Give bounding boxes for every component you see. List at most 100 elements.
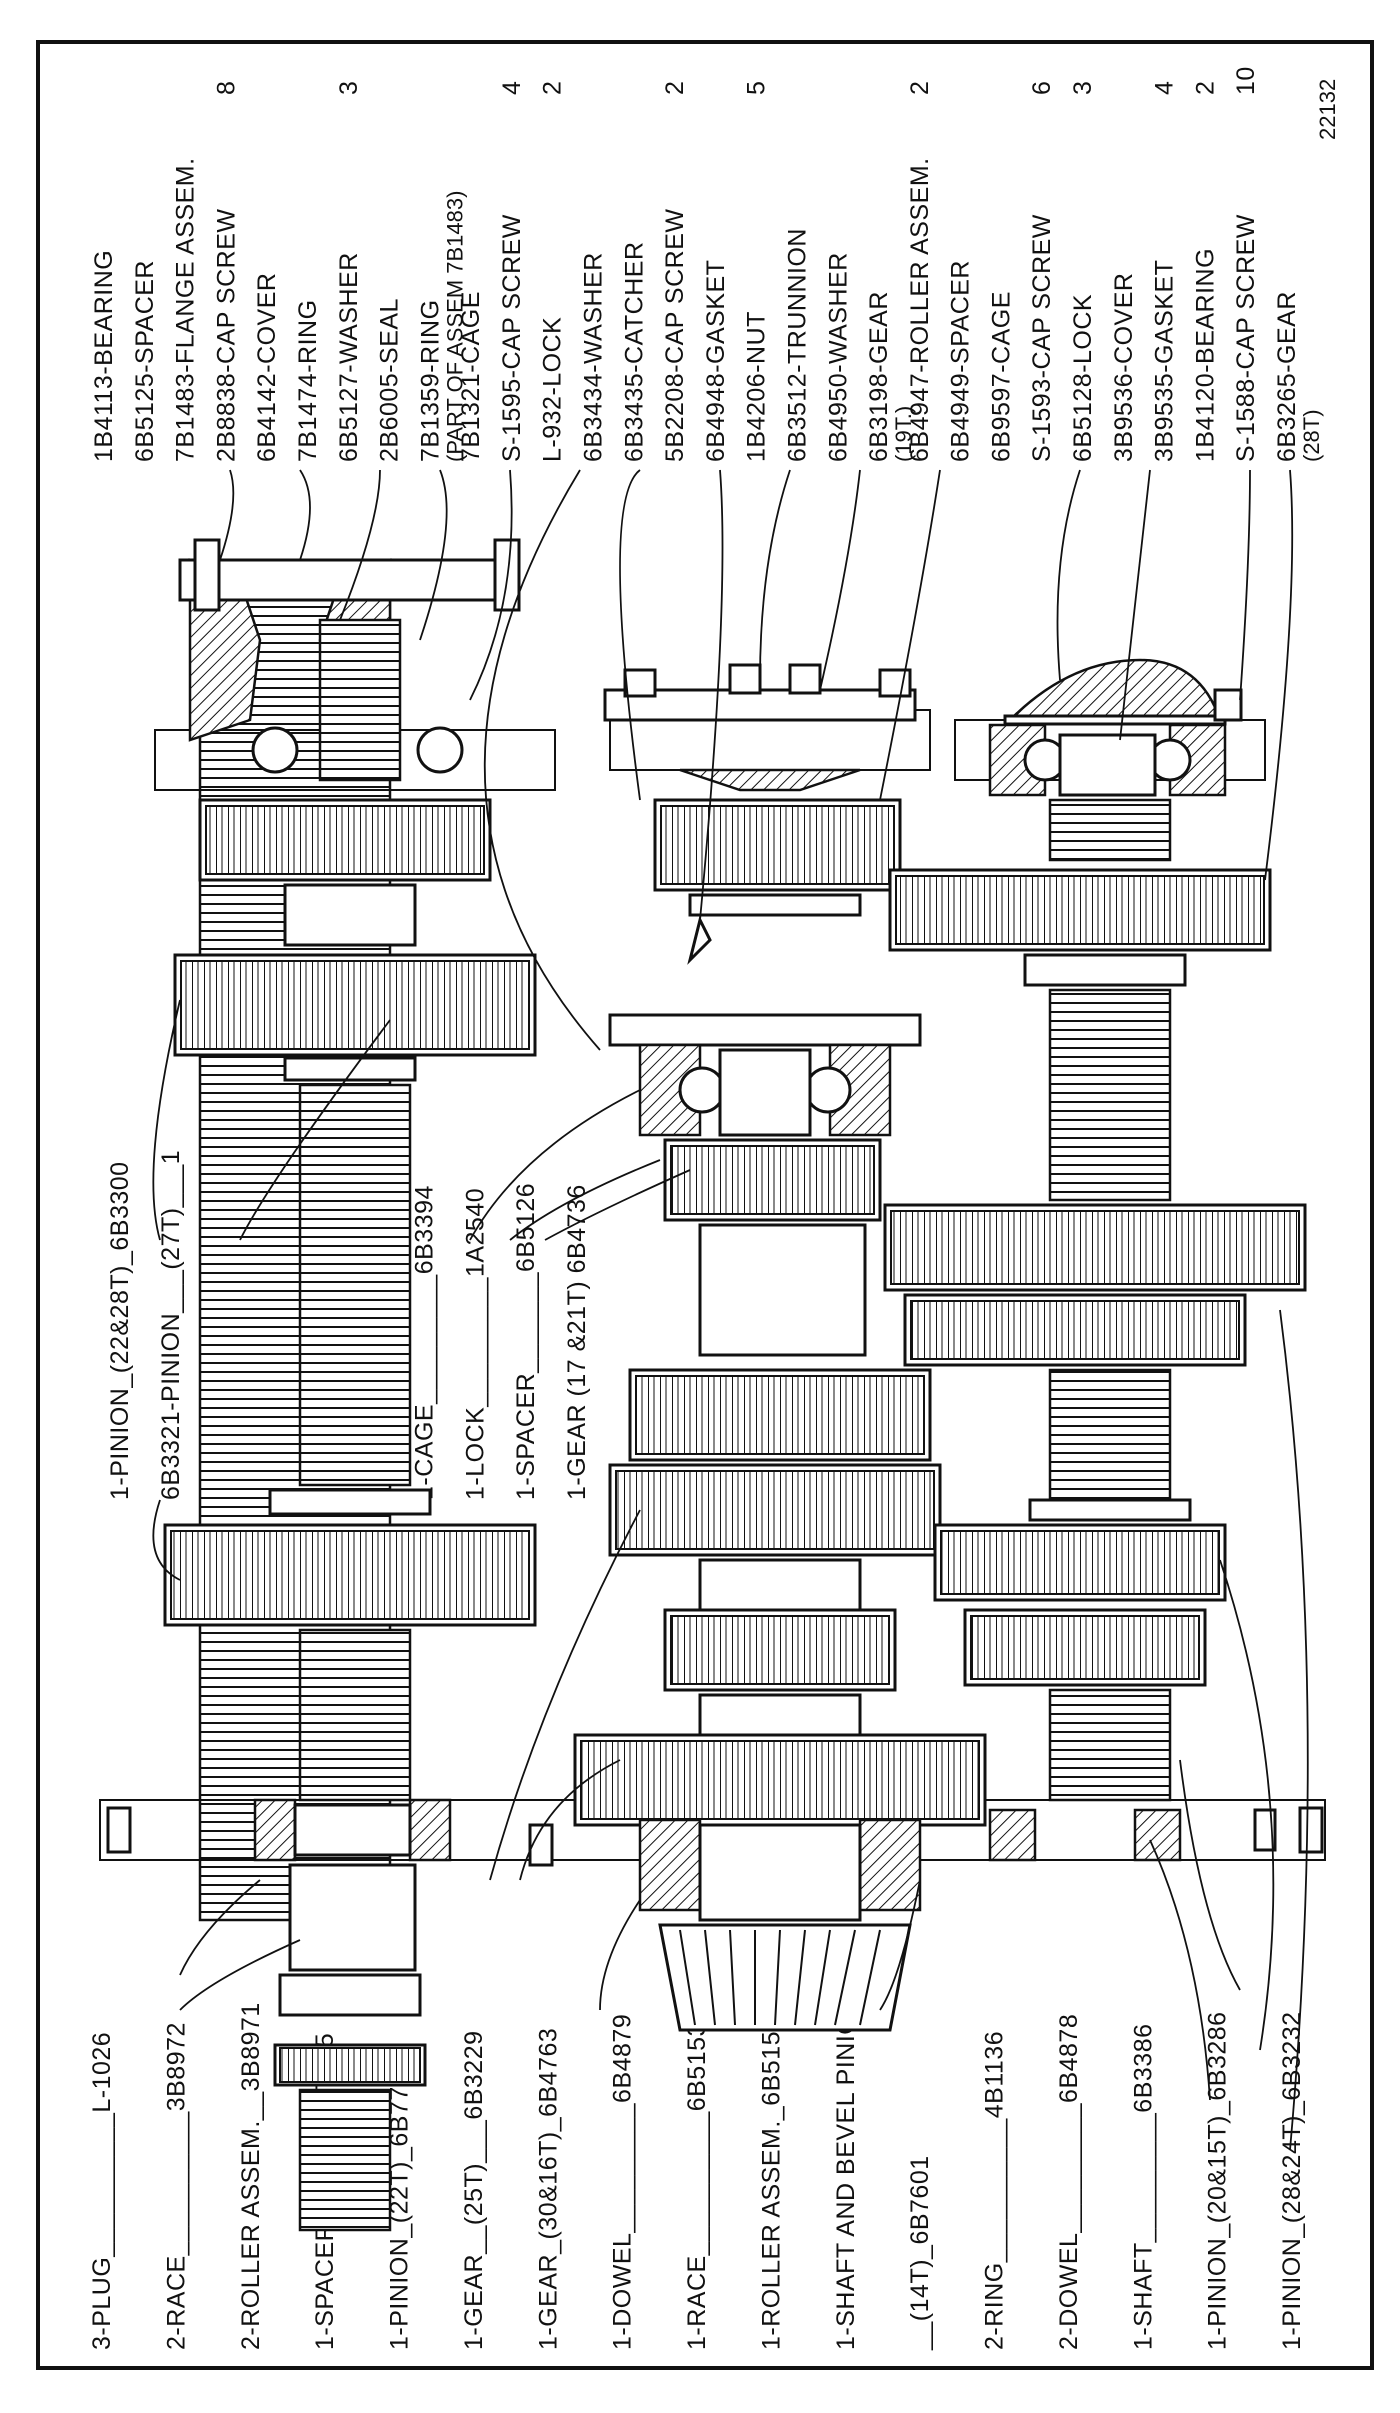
middle-label-7: 1-LOCK_________1A2540	[461, 1188, 489, 1500]
race-3b8972	[293, 1803, 412, 1857]
ball-bearing-left	[678, 1066, 726, 1114]
catcher-6b3435	[679, 768, 861, 792]
bottom-label-5: 1-GEAR__(25T)___6B3229	[460, 2030, 488, 2350]
top-label-24: 6B5128-LOCK	[1069, 294, 1097, 462]
pinion-6b3286-teeth-b	[970, 1615, 1200, 1680]
drawing-border	[36, 40, 1374, 2370]
top-label-qty-11: 2	[539, 81, 567, 95]
top-label-3: 2B8838-CAP SCREW	[212, 209, 240, 462]
top-label-note-29: (28T)	[1299, 409, 1324, 462]
gear-6b3229-teeth	[615, 1470, 935, 1550]
top-label-26: 3B9535-GASKET	[1151, 260, 1179, 462]
top-label-note-8: (PART OF ASSEM 7B1483)	[442, 191, 467, 462]
pinion-6b3286-teeth-a	[940, 1530, 1220, 1595]
gasket-3b9535	[1003, 714, 1227, 726]
top-label-qty-10: 4	[498, 81, 526, 95]
gear-6b3198-teeth	[660, 805, 895, 885]
top-label-8: 7B1359-RING	[416, 299, 444, 462]
top-label-23: S-1593-CAP SCREW	[1028, 214, 1056, 462]
bottom-label-12: 2-RING__________4B1136	[981, 2031, 1009, 2350]
washer-6b4751	[283, 1056, 417, 1082]
top-label-14: 5B2208-CAP SCREW	[661, 209, 689, 462]
top-label-qty-28: 10	[1232, 66, 1260, 95]
top-label-22: 6B9597-CAGE	[987, 291, 1015, 462]
top-label-13: 6B3435-CATCHER	[620, 241, 648, 462]
shaft-6b3386-collar	[1023, 953, 1187, 987]
middle-label-0: 1-PINION_(22&28T)_6B3300	[106, 1161, 134, 1500]
top-label-16: 1B4206-NUT	[743, 311, 771, 462]
top-label-qty-16: 5	[743, 81, 771, 95]
roller-assem-6b4947-right	[1133, 1808, 1182, 1862]
pinion-6b3232-teeth-a	[890, 1210, 1300, 1285]
top-label-9: 7B1321-CAGE	[457, 291, 485, 462]
pinion-lower-teeth	[170, 1530, 530, 1620]
shim-6b3403	[718, 1048, 812, 1137]
bottom-label-2: 2-ROLLER ASSEM.__3B8971	[237, 2002, 265, 2350]
gear-large-lower-teeth	[580, 1740, 980, 1820]
washer-lower	[268, 1488, 432, 1516]
top-label-29: 6B3265-GEAR	[1273, 291, 1301, 462]
shaft-splines-lower	[298, 1628, 412, 1802]
shaft-6b3386-splines-top	[1048, 798, 1172, 862]
nut-1b4206-c	[788, 663, 822, 695]
cap-screw-s1588	[1213, 688, 1243, 722]
figure-number: 22132	[1315, 79, 1340, 140]
shaft-assembly-3	[883, 658, 1324, 1862]
bottom-label-13: 2-DOWEL_________6B4878	[1055, 2014, 1083, 2350]
top-label-10: S-1595-CAP SCREW	[498, 214, 526, 462]
top-label-1: 6B5125-SPACER	[131, 260, 159, 462]
top-label-qty-6: 3	[335, 81, 363, 95]
top-label-19: 6B3198-GEAR	[865, 291, 893, 462]
bearing-1b4113-right	[416, 726, 464, 774]
flange-top-plate	[178, 558, 512, 602]
bottom-label-9: 1-ROLLER ASSEM._6B5154	[757, 2017, 785, 2350]
shaft-splines-mid	[298, 1083, 412, 1487]
top-label-12: 6B3434-WASHER	[580, 252, 608, 462]
shaft-6b3386-splines-lower	[1048, 1368, 1172, 1502]
bevel-pinion-hub	[698, 1823, 862, 1922]
top-label-qty-24: 3	[1069, 81, 1097, 95]
shaft-6b3386-splines-mid	[1048, 988, 1172, 1202]
pinion-6b7722-22t	[278, 1973, 422, 2017]
race-6b5153	[638, 1818, 702, 1912]
top-label-15: 6B4948-GASKET	[702, 260, 730, 462]
top-label-qty-20: 2	[906, 81, 934, 95]
bottom-label-6: 1-GEAR_(30&16T)_6B4763	[534, 2028, 562, 2350]
top-label-qty-14: 2	[661, 81, 689, 95]
pinion-6b3321-teeth	[205, 805, 485, 875]
bottom-label-16: 1-PINION_(28&24T)_6B3232	[1278, 2011, 1306, 2350]
roller-assem-6b4947-left	[988, 1808, 1037, 1862]
top-label-2: 7B1483-FLANGE ASSEM.	[172, 157, 200, 462]
spacer-6b5126	[698, 1223, 867, 1357]
cage-6b9597	[1058, 733, 1157, 797]
bottom-label-7: 1-DOWEL_________6B4879	[609, 2014, 637, 2350]
cage-6b3394	[608, 1013, 922, 1047]
bottom-label-14: 1-SHAFT_________6B3386	[1129, 2023, 1157, 2350]
roller-assem-3b8971-right	[408, 1798, 452, 1862]
bottom-label-0: 3-PLUG__________L-1026	[88, 2032, 116, 2350]
roller-assem-3b8971-left	[253, 1798, 297, 1862]
nut-1b4206-a	[623, 668, 657, 698]
bevel-pinion-teeth	[679, 1929, 881, 2026]
cap-screw-2b8838-left	[193, 538, 221, 612]
dowel-6b4879	[528, 1823, 554, 1867]
plug-l1026	[106, 1806, 132, 1854]
bottom-label-8: 1-RACE__________6B5153	[683, 2022, 711, 2350]
top-label-qty-23: 6	[1028, 81, 1056, 95]
middle-label-1: 6B3321-PINION___(27T)___1	[157, 1150, 185, 1500]
seal-2b6005	[318, 618, 402, 782]
middle-label-9: 1-GEAR (17 &21T) 6B4736	[563, 1184, 591, 1500]
bottom-label-11: __(14T)_6B7601	[906, 2155, 934, 2351]
pinion-6b3300-teeth	[180, 960, 530, 1050]
leader-lines	[152, 469, 1309, 2151]
roller-assem-6b5154	[858, 1818, 922, 1912]
shaft-6b3386-splines-bottom	[1048, 1688, 1172, 1802]
middle-label-6: 1-CAGE_________6B3394	[411, 1185, 439, 1500]
top-label-21: 6B4949-SPACER	[947, 260, 975, 462]
top-label-4: 6B4142-COVER	[253, 273, 281, 462]
bottom-label-15: 1-PINION_(20&15T)_6B3286	[1204, 2011, 1232, 2350]
dowel-6b4878	[1253, 1808, 1277, 1852]
